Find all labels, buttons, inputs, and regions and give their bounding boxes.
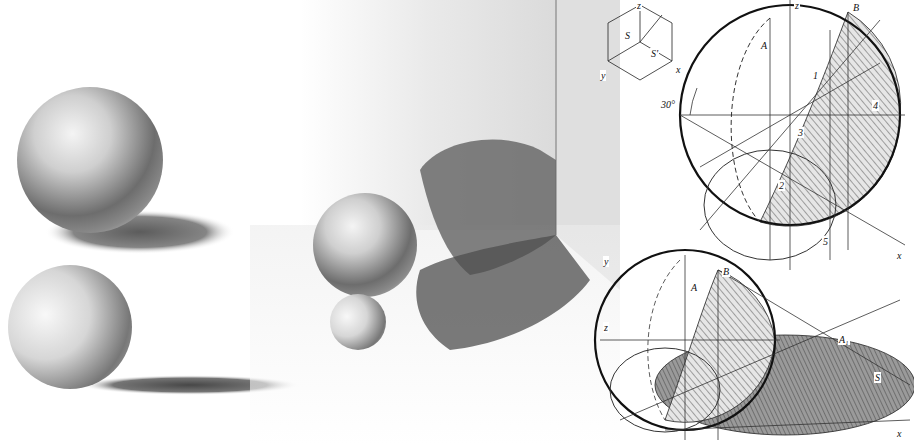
- point-label: z: [794, 0, 800, 11]
- point-label: S: [874, 372, 881, 383]
- point-label: z: [636, 0, 642, 11]
- point-label: 30°: [660, 99, 676, 110]
- point-label: A₁: [838, 334, 850, 345]
- point-label: y: [603, 256, 609, 267]
- point-label: y: [600, 70, 606, 81]
- point-label: A: [690, 282, 698, 293]
- point-label: x: [896, 428, 902, 439]
- point-label: B: [852, 2, 860, 13]
- point-label: 4: [872, 100, 879, 111]
- point-label: A: [760, 40, 768, 51]
- point-label: 5: [822, 236, 829, 247]
- point-label: B: [722, 266, 730, 277]
- point-label: x: [896, 250, 902, 261]
- point-label: S': [650, 48, 659, 59]
- point-label: z: [603, 322, 609, 333]
- point-label: x: [675, 64, 681, 75]
- point-label: 3: [797, 127, 804, 138]
- point-label: 2: [778, 180, 785, 191]
- point-label: 1: [812, 70, 819, 81]
- point-label: S: [624, 30, 631, 41]
